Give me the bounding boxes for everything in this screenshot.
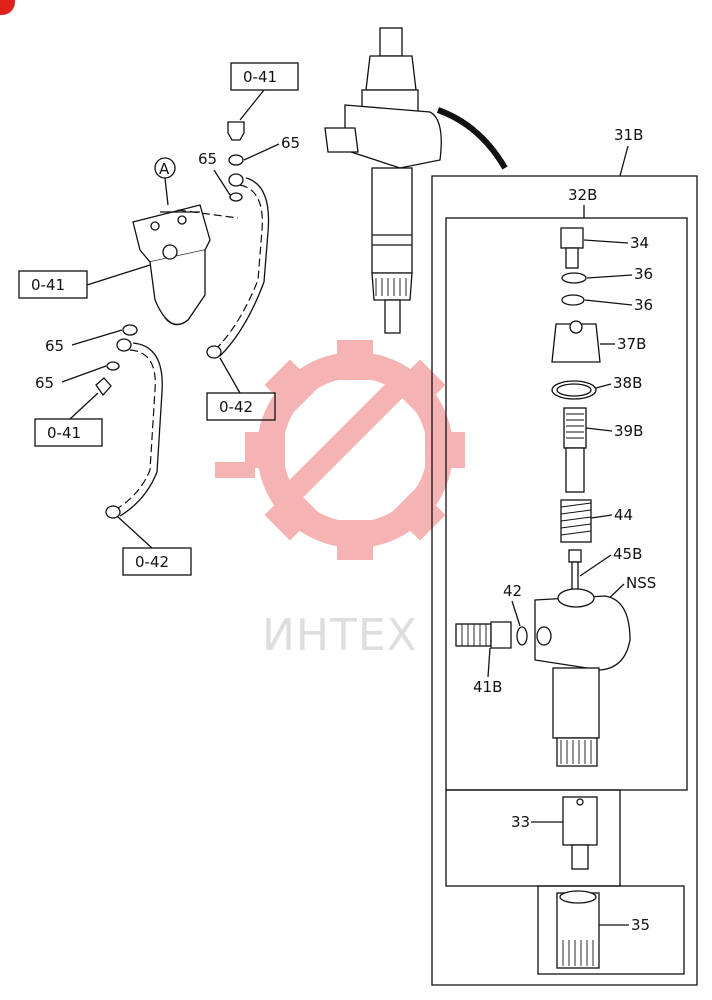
injector-body (534, 588, 631, 767)
part-label-33: 33 (511, 813, 530, 831)
part-39b-valve (563, 407, 587, 493)
corner-badge (0, 0, 15, 15)
part-label-nss: NSS (626, 574, 656, 592)
part-label-65-d: 65 (35, 374, 54, 392)
part-label-32b: 32B (568, 186, 597, 204)
fuel-hose-lower (114, 349, 156, 511)
ref-box-2-label: 0-41 (31, 276, 65, 294)
part-label-36-a: 36 (634, 265, 653, 283)
injector-assembly-top (324, 27, 442, 334)
part-label-34: 34 (630, 234, 649, 252)
part-35-nut (556, 890, 600, 969)
part-41b-connector (455, 621, 512, 649)
frame-outer (431, 175, 698, 986)
watermark-text: ИНТЕХ (262, 610, 418, 661)
part-label-65-c: 65 (45, 337, 64, 355)
fuel-filter (132, 204, 211, 326)
fuel-hose-upper (214, 184, 263, 351)
part-42-washer (516, 626, 528, 646)
ref-box-4 (206, 392, 276, 421)
ref-box-5-label: 0-42 (135, 553, 169, 571)
frame-nut (537, 885, 685, 975)
part-label-65-a: 65 (281, 134, 300, 152)
part-33-nozzle (562, 796, 598, 870)
part-36-washer-b (561, 294, 585, 306)
frame-nozzle (445, 789, 621, 887)
part-label-41b: 41B (473, 678, 502, 696)
part-44-spring (560, 499, 592, 543)
ref-box-1 (230, 62, 299, 91)
part-label-45b: 45B (613, 545, 642, 563)
part-34-bolt (560, 227, 584, 269)
ref-box-5 (122, 547, 192, 576)
part-label-36-b: 36 (634, 296, 653, 314)
part-label-38b: 38B (613, 374, 642, 392)
part-36-washer-a (561, 272, 587, 284)
part-label-39b: 39B (614, 422, 643, 440)
ref-box-1-label: 0-41 (243, 68, 277, 86)
part-label-42: 42 (503, 582, 522, 600)
part-label-65-b: 65 (198, 150, 217, 168)
part-label-44: 44 (614, 506, 633, 524)
part-label-37b: 37B (617, 335, 646, 353)
callout-a-label: A (159, 160, 170, 178)
part-label-35: 35 (631, 916, 650, 934)
explode-arrow (436, 107, 508, 170)
part-label-31b: 31B (614, 126, 643, 144)
ref-box-3 (34, 418, 103, 447)
watermark-logo: ИНТЕХ (215, 340, 465, 661)
part-37b-nut (551, 320, 601, 363)
ref-box-3-label: 0-41 (47, 424, 81, 442)
ref-box-4-label: 0-42 (219, 398, 253, 416)
